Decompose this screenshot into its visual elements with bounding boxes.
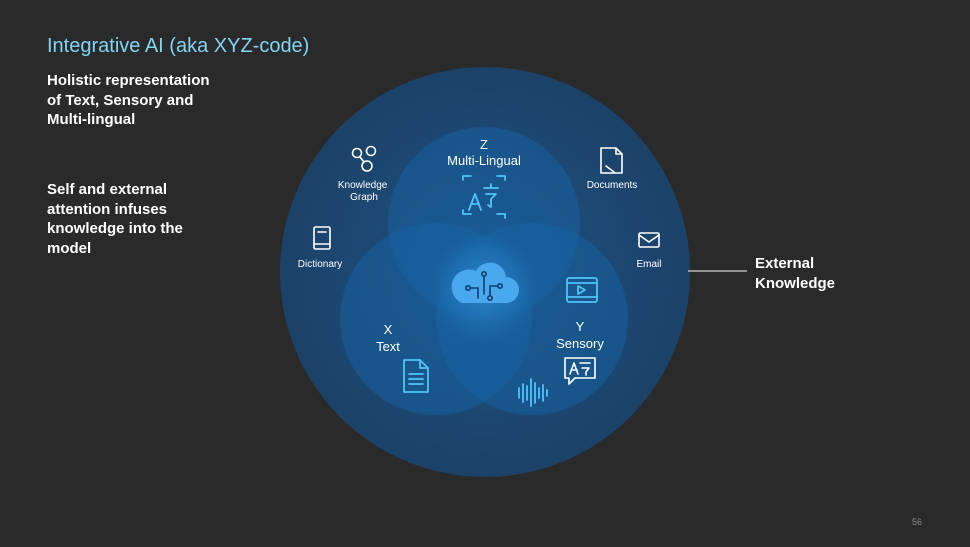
external-knowledge-label: External Knowledge	[755, 255, 836, 292]
outer-label-email: Email	[636, 259, 661, 270]
mail-icon	[638, 232, 660, 248]
outer-label-knowledge-graph: Knowledge Graph	[338, 180, 390, 203]
bullet-holistic-representation: Holistic representation of Text, Sensory…	[47, 72, 210, 128]
slide-title: Integrative AI (aka XYZ-code)	[47, 35, 310, 57]
cloud-circuit-icon	[451, 262, 519, 303]
bullet-self-external-attention: Self and external attention infuses know…	[47, 181, 183, 257]
text-document-icon	[403, 359, 429, 393]
translate-icon	[462, 175, 506, 219]
page-number: 56	[912, 517, 923, 527]
video-icon	[566, 277, 598, 303]
y-letter: Y	[576, 319, 585, 334]
x-name: Text	[376, 339, 400, 354]
book-icon	[313, 226, 331, 250]
z-name: Multi-Lingual	[447, 153, 521, 168]
audio-wave-icon	[518, 378, 548, 407]
outer-label-dictionary: Dictionary	[298, 259, 342, 270]
x-letter: X	[384, 322, 393, 337]
speech-translate-icon	[564, 357, 596, 385]
z-letter: Z	[480, 137, 488, 152]
y-name: Sensory	[556, 336, 604, 351]
document-icon	[600, 147, 623, 174]
knowledge-graph-icon	[351, 145, 377, 172]
outer-label-documents: Documents	[587, 180, 638, 191]
